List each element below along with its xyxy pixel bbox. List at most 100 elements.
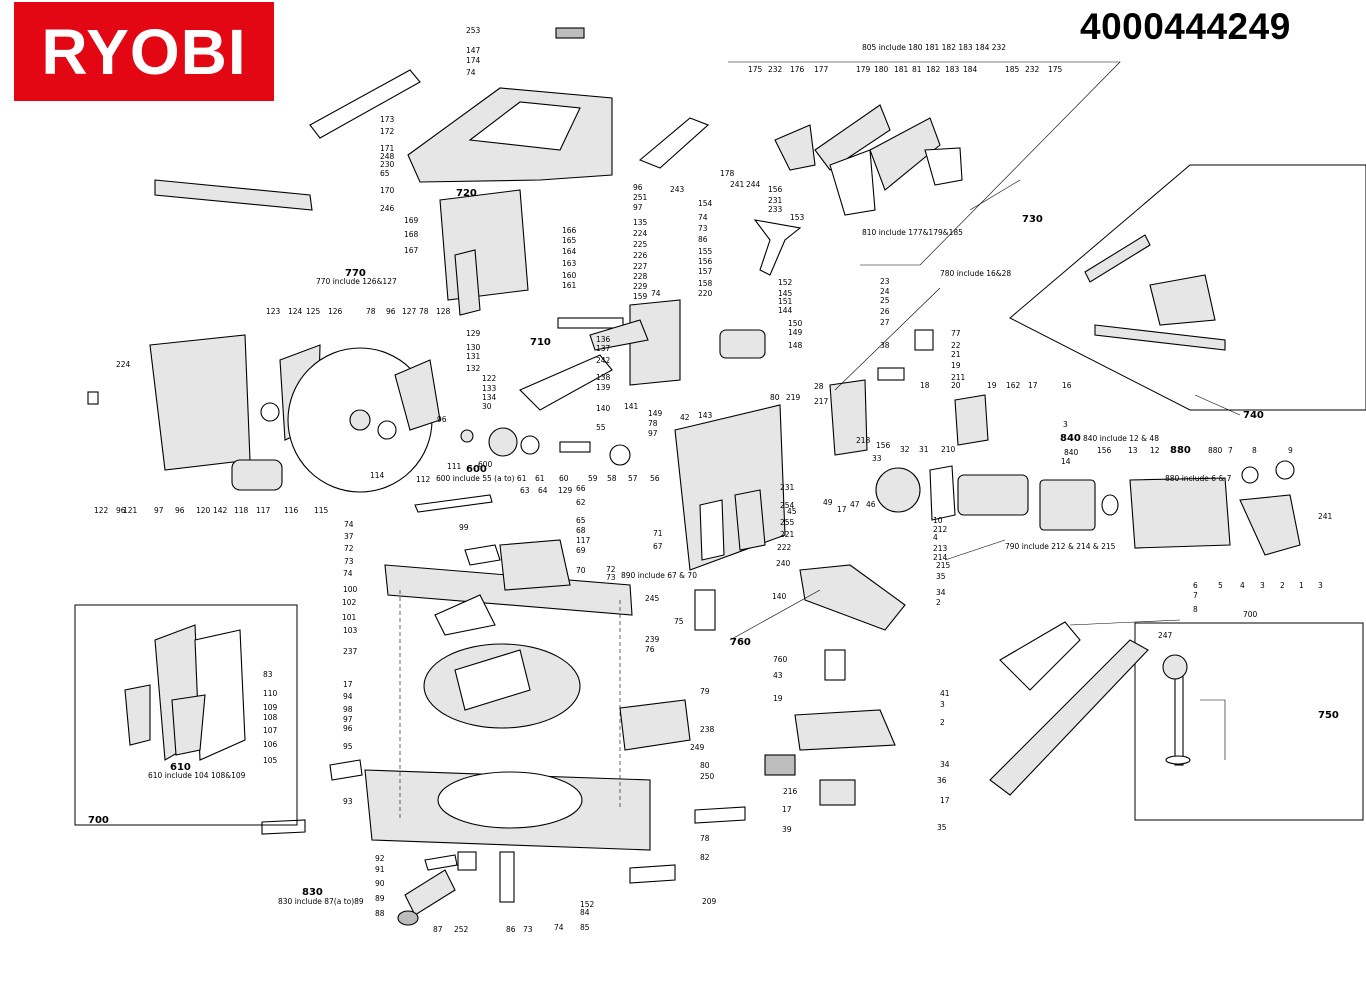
part-number-100: 100 bbox=[343, 585, 358, 594]
part-number-99: 99 bbox=[459, 523, 469, 532]
guard-127-drawing bbox=[394, 359, 441, 431]
part-number-154: 154 bbox=[698, 199, 713, 208]
part-number-47: 47 bbox=[850, 500, 860, 509]
ryobi-logo: RYOBI bbox=[14, 2, 274, 101]
gear-61-drawing bbox=[488, 427, 518, 457]
group-700-label: 700 bbox=[88, 815, 109, 826]
part-number-175: 175 bbox=[1048, 65, 1063, 74]
fan-drawing bbox=[929, 465, 956, 521]
part-drawings bbox=[74, 27, 1366, 926]
handle-28-drawing bbox=[829, 379, 868, 456]
part-number-92: 92 bbox=[375, 854, 385, 863]
part-number-156: 156 bbox=[1097, 446, 1112, 455]
part-number-35: 35 bbox=[937, 823, 947, 832]
part-number-224: 224 bbox=[116, 360, 131, 369]
part-number-84: 84 bbox=[580, 908, 590, 917]
part-number-158: 158 bbox=[698, 279, 713, 288]
part-number-840: 840 bbox=[1064, 448, 1079, 457]
group-740-frame bbox=[1009, 164, 1366, 411]
clamp-92-drawing bbox=[329, 759, 363, 781]
group-captions: 770 770 include 126&127 720 710 600 600 … bbox=[88, 43, 1339, 906]
part-number-253: 253 bbox=[466, 26, 481, 35]
part-number-214: 214 bbox=[933, 553, 948, 562]
group-760-label: 760 bbox=[730, 637, 751, 648]
part-number-121: 121 bbox=[123, 506, 138, 515]
part-number-140: 140 bbox=[772, 592, 787, 601]
part-number-152: 152 bbox=[778, 278, 793, 287]
handle-203-drawing bbox=[989, 639, 1149, 796]
part-number-58: 58 bbox=[607, 474, 617, 483]
group-610-caption: 610 include 104 108&109 bbox=[148, 771, 246, 780]
part-number-215: 215 bbox=[936, 561, 951, 570]
part-number-labels: 2531471747417317217124823065170246169168… bbox=[94, 26, 1333, 934]
part-number-117: 117 bbox=[576, 536, 591, 545]
part-number-170: 170 bbox=[380, 186, 395, 195]
part-number-150: 150 bbox=[788, 319, 803, 328]
table-insert-drawing bbox=[468, 101, 581, 151]
part-number-2: 2 bbox=[1280, 581, 1285, 590]
part-number-24: 24 bbox=[880, 287, 890, 296]
part-number-43: 43 bbox=[773, 671, 783, 680]
part-number-78: 78 bbox=[419, 307, 429, 316]
part-number-110: 110 bbox=[263, 689, 278, 698]
blade-guard-plate-drawing bbox=[309, 69, 421, 139]
part-number-97: 97 bbox=[343, 715, 353, 724]
part-number-243: 243 bbox=[670, 185, 685, 194]
ryobi-logo-text: RYOBI bbox=[41, 15, 247, 88]
rail-drawing bbox=[154, 179, 313, 211]
washer-750-drawing bbox=[1165, 755, 1191, 765]
part-number-247: 247 bbox=[1158, 631, 1173, 640]
part-number-69: 69 bbox=[576, 546, 586, 555]
gear-57-drawing bbox=[609, 444, 631, 466]
part-number-34: 34 bbox=[936, 588, 946, 597]
part-number-81: 81 bbox=[912, 65, 922, 74]
group-600-label: 600 bbox=[466, 464, 487, 475]
part-number-143: 143 bbox=[698, 411, 713, 420]
part-number-30: 30 bbox=[482, 402, 492, 411]
part-number-96: 96 bbox=[116, 506, 126, 515]
part-number-180: 180 bbox=[874, 65, 889, 74]
group-730-label: 730 bbox=[1022, 214, 1043, 225]
part-number-242: 242 bbox=[596, 356, 611, 365]
part-number-77: 77 bbox=[951, 329, 961, 338]
part-number-68: 68 bbox=[576, 526, 586, 535]
handle-760-drawing bbox=[799, 564, 906, 631]
part-number-142: 142 bbox=[213, 506, 228, 515]
part-number-227: 227 bbox=[633, 262, 648, 271]
group-805-caption: 805 include 180 181 182 183 184 232 bbox=[862, 43, 1006, 52]
part-number-128: 128 bbox=[436, 307, 451, 316]
part-number-107: 107 bbox=[263, 726, 278, 735]
part-number-34: 34 bbox=[940, 760, 950, 769]
part-number-149: 149 bbox=[788, 328, 803, 337]
part-number-26: 26 bbox=[880, 307, 890, 316]
part-number-14: 14 bbox=[1061, 457, 1071, 466]
part-number-252: 252 bbox=[454, 925, 469, 934]
part-number-122: 122 bbox=[94, 506, 109, 515]
sheet-247-drawing bbox=[999, 621, 1081, 691]
group-890-caption: 890 include 67 & 70 bbox=[621, 571, 697, 580]
part-number-169: 169 bbox=[404, 216, 419, 225]
part-50-drawing bbox=[734, 489, 766, 551]
part-number-63: 63 bbox=[520, 486, 530, 495]
part-number-137: 137 bbox=[596, 344, 611, 353]
part-number-185: 185 bbox=[1005, 65, 1020, 74]
guard-183-drawing bbox=[829, 149, 876, 216]
part-number-177: 177 bbox=[814, 65, 829, 74]
group-710-label: 710 bbox=[530, 337, 551, 348]
part-number-7: 7 bbox=[1193, 591, 1198, 600]
group-810-caption: 810 include 177&179&185 bbox=[862, 228, 963, 237]
lever-710-drawing bbox=[519, 354, 613, 411]
part-number-130: 130 bbox=[466, 343, 481, 352]
foot-82-drawing bbox=[694, 806, 746, 824]
part-number-175: 175 bbox=[748, 65, 763, 74]
part-number-166: 166 bbox=[562, 226, 577, 235]
motor-cap-5-drawing bbox=[1239, 494, 1301, 556]
part-number-74: 74 bbox=[651, 289, 661, 298]
part-number-2: 2 bbox=[936, 598, 941, 607]
part-number-165: 165 bbox=[562, 236, 577, 245]
part-number-135: 135 bbox=[633, 218, 648, 227]
part-number-49: 49 bbox=[823, 498, 833, 507]
part-253-drawing bbox=[555, 27, 585, 39]
part-number-233: 233 bbox=[768, 205, 783, 214]
part-number-164: 164 bbox=[562, 247, 577, 256]
